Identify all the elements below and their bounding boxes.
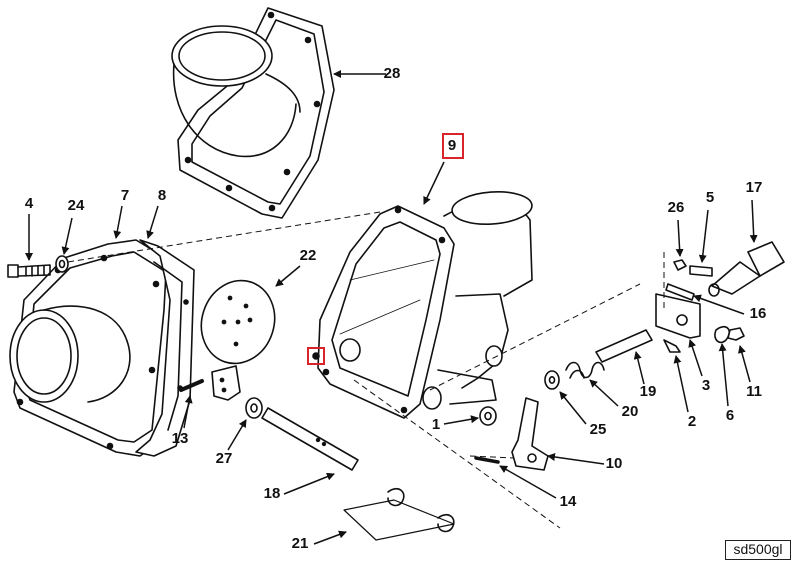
leader-line-24 [61,217,73,255]
part-13-pin [179,379,204,392]
assembly-lines [67,211,665,529]
callout-20: 20 [622,403,639,420]
leader-line-18 [283,472,335,495]
leader-line-6 [718,343,729,407]
part-20-spring [565,361,605,379]
part-18-shaft [261,407,359,471]
callout-5: 5 [706,189,714,206]
highlight-box-callout-9 [442,133,464,159]
part-1-bushing [479,406,497,426]
part-24-washer [55,255,69,273]
callout-4: 4 [25,195,34,212]
callout-1: 1 [432,416,440,433]
callout-2: 2 [688,413,696,430]
leader-line-17 [749,199,758,243]
part-7-inlet-housing [9,239,177,457]
callout-9: 9 [448,137,456,154]
callout-19: 19 [640,383,657,400]
part-19-rod [595,329,653,363]
callout-7: 7 [121,187,129,204]
callout-22: 22 [300,247,317,264]
leader-line-7 [113,205,123,239]
leader-lines [25,70,758,545]
part-8-gasket [135,239,195,457]
part-9-main-housing [312,190,533,419]
part-16-screw [665,283,695,301]
part-6-clip [714,325,731,344]
callout-18: 18 [264,485,281,502]
part-14-pin [474,456,500,464]
callout-21: 21 [292,535,309,552]
callout-28: 28 [384,65,401,82]
leader-line-19 [633,351,645,385]
leader-line-10 [547,453,605,465]
part-11-nut [727,327,745,341]
callout-6: 6 [726,407,734,424]
leader-line-20 [589,379,619,407]
callout-3: 3 [702,377,710,394]
part-28-elbow-housing [171,7,335,219]
part-22-damper-disc [200,279,276,401]
leader-line-16 [693,294,745,315]
callout-13: 13 [172,430,189,447]
part-4-bolt [7,264,51,278]
leader-line-21 [313,530,347,545]
callout-16: 16 [750,305,767,322]
callout-10: 10 [606,455,623,472]
callout-24: 24 [68,197,85,214]
part-27-washer [245,397,263,419]
part-10-lever [511,397,549,471]
callout-8: 8 [158,187,166,204]
leader-line-11 [738,345,751,383]
leader-line-27 [227,419,247,451]
part-17-handle [708,241,785,297]
callout-14: 14 [560,493,577,510]
leader-line-3 [688,339,703,377]
leader-line-22 [275,265,301,287]
leader-line-14 [499,465,557,499]
leader-line-25 [559,391,587,425]
part-25-washer [544,370,560,390]
leader-line-5 [698,209,709,263]
leader-line-2 [673,355,689,413]
callout-27: 27 [216,450,233,467]
part-21-torsion-spring [343,487,455,541]
callout-17: 17 [746,179,763,196]
leader-line-8 [146,205,159,239]
diagram-id-label: sd500gl [725,540,791,560]
part-3-bracket [655,293,701,339]
part-26-nut [673,259,687,271]
part-2-setscrew [663,339,681,353]
part-5-bolt [689,265,713,277]
highlight-box-fastener [307,347,325,365]
callout-11: 11 [746,383,762,400]
leader-line-1 [443,415,479,425]
leader-line-9 [423,161,445,205]
callout-26: 26 [668,199,685,216]
leader-line-26 [675,219,684,257]
leader-line-13 [183,395,193,429]
callout-25: 25 [590,421,607,438]
